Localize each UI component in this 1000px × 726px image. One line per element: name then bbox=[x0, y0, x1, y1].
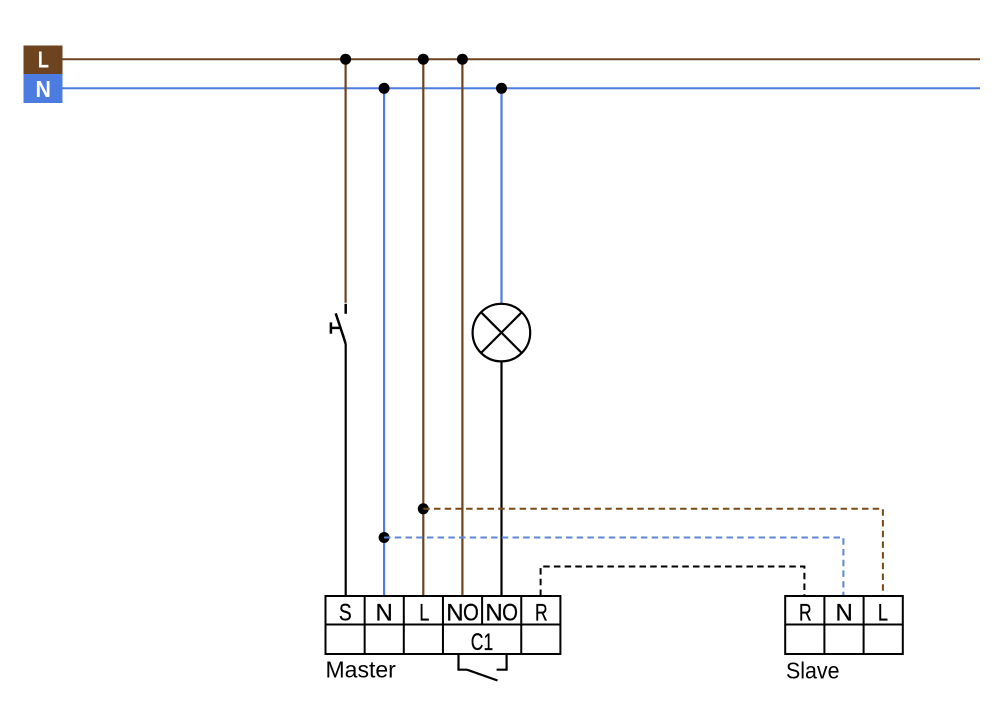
svg-text:S: S bbox=[339, 598, 352, 626]
svg-text:O: O bbox=[502, 599, 518, 626]
svg-text:O: O bbox=[463, 599, 479, 626]
svg-text:L: L bbox=[878, 599, 888, 626]
svg-text:N: N bbox=[836, 600, 853, 627]
svg-text:N: N bbox=[485, 600, 502, 627]
svg-text:R: R bbox=[535, 600, 548, 626]
svg-text:N: N bbox=[376, 600, 393, 627]
svg-text:C1: C1 bbox=[471, 629, 493, 655]
svg-text:N: N bbox=[35, 76, 50, 102]
svg-text:R: R bbox=[799, 600, 812, 626]
svg-text:Slave: Slave bbox=[786, 658, 839, 684]
svg-text:L: L bbox=[419, 599, 429, 626]
svg-text:N: N bbox=[446, 600, 463, 627]
svg-text:L: L bbox=[38, 48, 49, 73]
svg-text:Master: Master bbox=[326, 657, 397, 683]
